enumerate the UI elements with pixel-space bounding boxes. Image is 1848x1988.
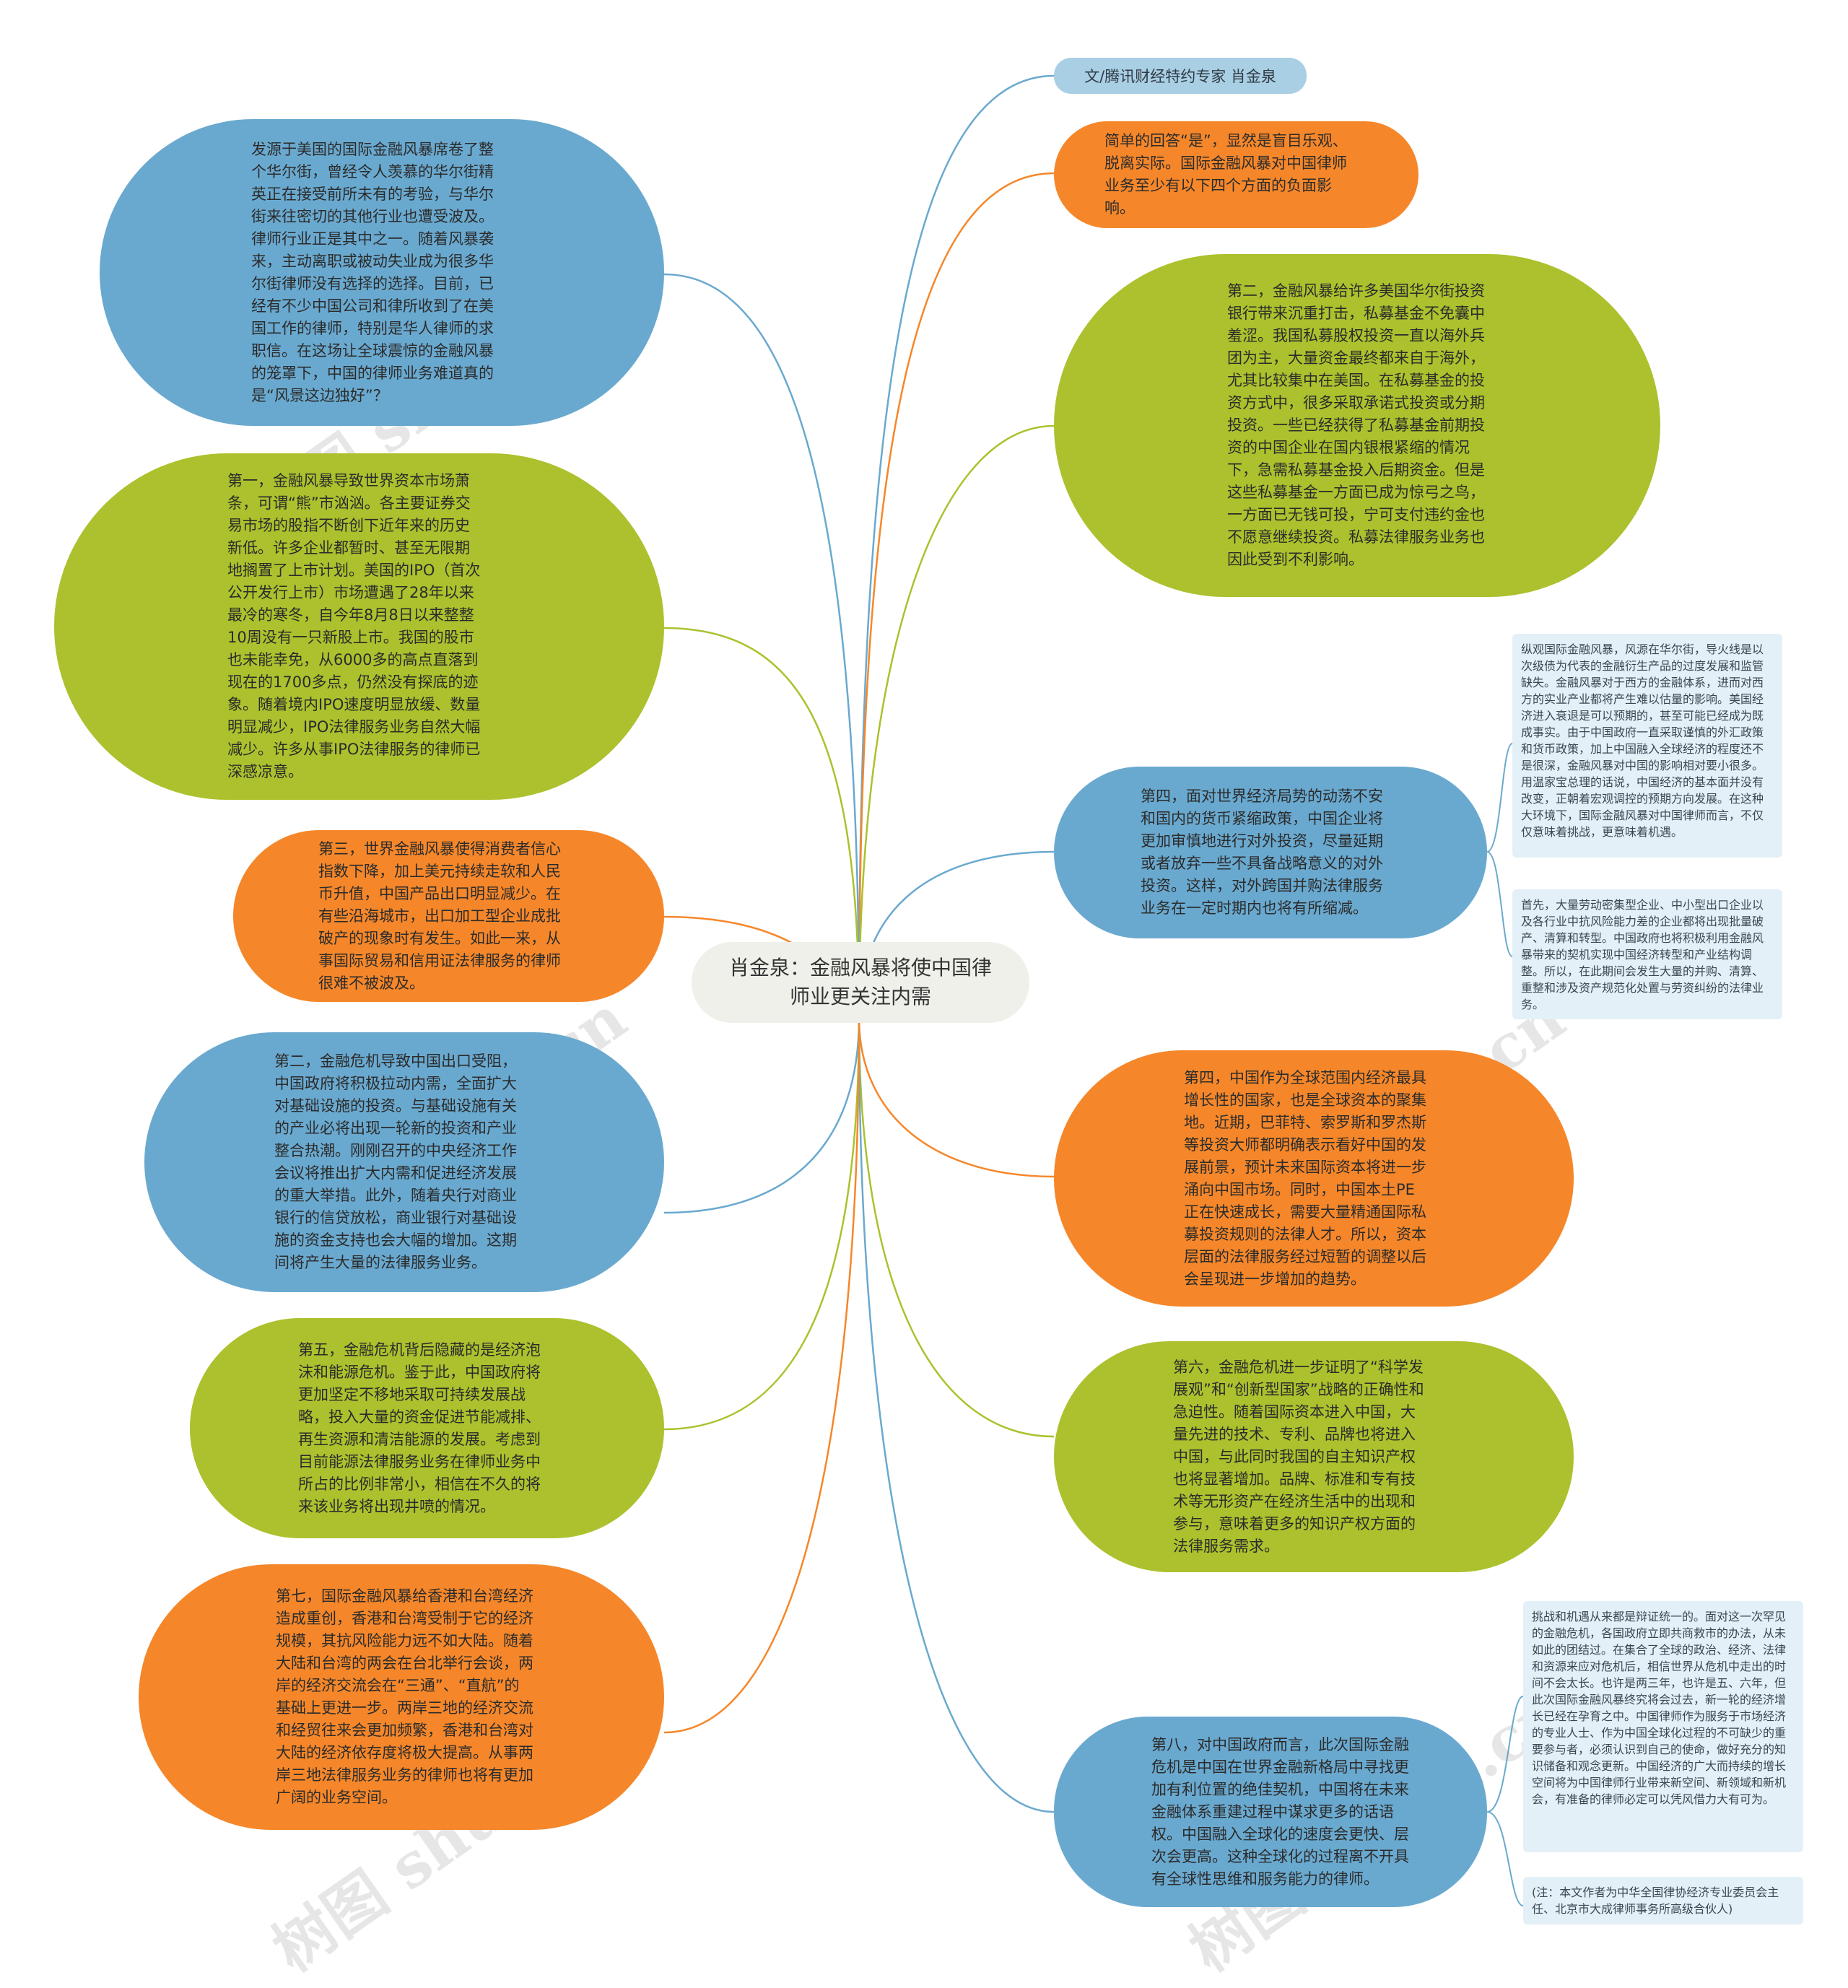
- note-first[interactable]: 首先，大量劳动密集型企业、中小型出口企业以及各行业中抗风险能力差的企业都将出现批…: [1512, 889, 1782, 1019]
- intro-node[interactable]: 发源于美国的国际金融风暴席卷了整个华尔街，曾经令人羡慕的华尔街精英正在接受前所未…: [100, 119, 664, 426]
- seventh-node[interactable]: 第七，国际金融风暴给香港和台湾经济造成重创，香港和台湾受制于它的经济规模，其抗风…: [139, 1564, 664, 1830]
- author-text: 文/腾讯财经特约专家 肖金泉: [1084, 68, 1276, 85]
- note-challenge-text: 挑战和机遇从来都是辩证统一的。面对这一次罕见的金融危机，各国政府立即共商救市的办…: [1532, 1610, 1787, 1806]
- first-node[interactable]: 第一，金融风暴导致世界资本市场萧条，可谓“熊”市汹汹。各主要证券交易市场的股指不…: [54, 453, 664, 800]
- fourth-fdi-text: 第四，面对世界经济局势的动荡不安和国内的货币紧缩政策，中国企业将更加审慎地进行对…: [1141, 788, 1383, 917]
- second-pe-text: 第二，金融风暴给许多美国华尔街投资银行带来沉重打击，私募基金不免囊中羞涩。我国私…: [1227, 282, 1485, 568]
- note-first-text: 首先，大量劳动密集型企业、中小型出口企业以及各行业中抗风险能力差的企业都将出现批…: [1521, 898, 1764, 1011]
- link-intro: [663, 273, 860, 1019]
- link-first: [663, 627, 860, 1019]
- second-infra-text: 第二，金融危机导致中国出口受阻，中国政府将积极拉动内需，全面扩大对基础设施的投资…: [274, 1052, 517, 1271]
- note-opportunity-text: 纵观国际金融风暴，风源在华尔街，导火线是以次级债为代表的金融衍生产品的过度发展和…: [1521, 642, 1764, 839]
- fourth-fdi-node[interactable]: 第四，面对世界经济局势的动荡不安和国内的货币紧缩政策，中国企业将更加审慎地进行对…: [1054, 767, 1487, 938]
- fourth-china-text: 第四，中国作为全球范围内经济最具增长性的国家，也是全球资本的聚集地。近期，巴菲特…: [1184, 1068, 1426, 1288]
- link-answer: [858, 172, 1055, 1019]
- author-node[interactable]: 文/腾讯财经特约专家 肖金泉: [1054, 58, 1307, 94]
- eighth-text: 第八，对中国政府而言，此次国际金融危机是中国在世界金融新格局中寻找更加有利位置的…: [1151, 1735, 1409, 1888]
- sixth-text: 第六，金融危机进一步证明了“科学发展观”和“创新型国家”战略的正确性和急迫性。随…: [1173, 1358, 1424, 1555]
- center-topic[interactable]: 肖金泉：金融风暴将使中国律师业更关注内需: [692, 942, 1029, 1023]
- note-author[interactable]: (注：本文作者为中华全国律协经济专业委员会主任、北京市大成律师事务所高级合伙人): [1523, 1877, 1803, 1924]
- link-fourth-china: [858, 1017, 1055, 1178]
- link-author: [858, 74, 1055, 1019]
- bracket-eighth: [1486, 1696, 1524, 1906]
- eighth-node[interactable]: 第八，对中国政府而言，此次国际金融危机是中国在世界金融新格局中寻找更加有利位置的…: [1054, 1717, 1487, 1907]
- link-second-infra: [663, 1017, 860, 1214]
- answer-text: 简单的回答“是”，显然是盲目乐观、脱离实际。国际金融风暴对中国律师业务至少有以下…: [1104, 132, 1348, 217]
- note-challenge[interactable]: 挑战和机遇从来都是辩证统一的。面对这一次罕见的金融危机，各国政府立即共商救市的办…: [1523, 1601, 1803, 1852]
- fifth-text: 第五，金融危机背后隐藏的是经济泡沫和能源危机。鉴于此，中国政府将更加坚定不移地采…: [298, 1340, 541, 1515]
- note-author-text: (注：本文作者为中华全国律协经济专业委员会主任、北京市大成律师事务所高级合伙人): [1532, 1885, 1779, 1916]
- seventh-text: 第七，国际金融风暴给香港和台湾经济造成重创，香港和台湾受制于它的经济规模，其抗风…: [276, 1587, 533, 1806]
- link-eighth: [858, 1017, 1055, 1813]
- first-text: 第一，金融风暴导致世界资本市场萧条，可谓“熊”市汹汹。各主要证券交易市场的股指不…: [227, 472, 481, 780]
- second-pe-node[interactable]: 第二，金融风暴给许多美国华尔街投资银行带来沉重打击，私募基金不免囊中羞涩。我国私…: [1054, 254, 1660, 597]
- link-fifth: [663, 1017, 860, 1431]
- intro-text: 发源于美国的国际金融风暴席卷了整个华尔街，曾经令人羡慕的华尔街精英正在接受前所未…: [251, 140, 494, 404]
- link-sixth: [858, 1017, 1055, 1438]
- note-opportunity[interactable]: 纵观国际金融风暴，风源在华尔街，导火线是以次级债为代表的金融衍生产品的过度发展和…: [1512, 634, 1782, 858]
- center-topic-title: 肖金泉：金融风暴将使中国律师业更关注内需: [728, 956, 992, 1008]
- fourth-china-node[interactable]: 第四，中国作为全球范围内经济最具增长性的国家，也是全球资本的聚集地。近期，巴菲特…: [1054, 1050, 1574, 1307]
- fifth-node[interactable]: 第五，金融危机背后隐藏的是经济泡沫和能源危机。鉴于此，中国政府将更加坚定不移地采…: [190, 1318, 664, 1538]
- third-node[interactable]: 第三，世界金融风暴使得消费者信心指数下降，加上美元持续走软和人民币升值，中国产品…: [233, 830, 664, 1002]
- link-second-pe: [858, 424, 1055, 1019]
- bracket-fourth-fdi: [1486, 743, 1513, 957]
- sixth-node[interactable]: 第六，金融危机进一步证明了“科学发展观”和“创新型国家”战略的正确性和急迫性。随…: [1054, 1341, 1574, 1572]
- link-seventh: [663, 1017, 860, 1734]
- answer-node[interactable]: 简单的回答“是”，显然是盲目乐观、脱离实际。国际金融风暴对中国律师业务至少有以下…: [1054, 121, 1418, 228]
- second-infra-node[interactable]: 第二，金融危机导致中国出口受阻，中国政府将积极拉动内需，全面扩大对基础设施的投资…: [144, 1032, 664, 1292]
- third-text: 第三，世界金融风暴使得消费者信心指数下降，加上美元持续走软和人民币升值，中国产品…: [318, 840, 561, 992]
